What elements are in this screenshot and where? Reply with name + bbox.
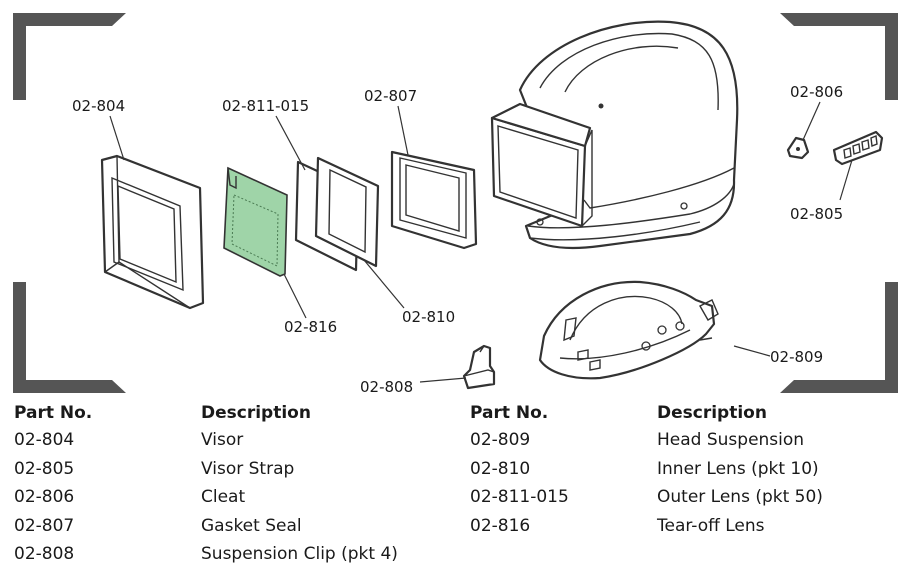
part-number: 02-805	[14, 458, 75, 479]
part-number: 02-807	[14, 515, 75, 536]
part-description: Inner Lens (pkt 10)	[657, 458, 819, 479]
visor-strap-part	[832, 130, 884, 166]
part-description: Visor	[201, 430, 244, 450]
part-number: 02-811-015	[470, 487, 569, 507]
callout-02-806: 02-806	[790, 83, 843, 101]
leader-lines	[109, 101, 853, 383]
frame-corner-bottom-left	[13, 282, 126, 393]
part-description: Outer Lens (pkt 50)	[657, 487, 823, 507]
callout-02-816: 02-816	[284, 318, 337, 336]
suspension-clip-part	[462, 344, 496, 390]
part-description: Gasket Seal	[201, 515, 302, 536]
helmet-part	[490, 20, 739, 250]
part-description: Tear-off Lens	[657, 515, 765, 536]
part-description: Visor Strap	[201, 458, 295, 479]
exploded-parts-diagram: 02-804 02-811-015 02-807 02-806 02-805 0…	[13, 13, 898, 396]
gasket-seal-part	[390, 150, 478, 250]
part-no-header: Part No.	[470, 403, 549, 423]
frame-corner-bottom-right	[780, 282, 898, 393]
callout-02-807: 02-807	[364, 87, 417, 105]
callout-02-810: 02-810	[402, 308, 455, 326]
right-description-column: Description Head Suspension Inner Lens (…	[657, 400, 823, 540]
part-description: Suspension Clip (pkt 4)	[201, 544, 398, 564]
part-number: 02-809	[470, 430, 531, 450]
part-number: 02-804	[14, 430, 75, 450]
callout-02-805: 02-805	[790, 205, 843, 223]
frame-corner-top-right	[780, 13, 898, 100]
left-part-column: Part No. 02-804 02-805 02-806 02-807 02-…	[14, 400, 92, 569]
visor-part	[100, 154, 205, 310]
callout-02-811-015: 02-811-015	[222, 97, 309, 115]
callout-02-809: 02-809	[770, 348, 823, 366]
callout-02-804: 02-804	[72, 97, 125, 115]
callout-labels: 02-804 02-811-015 02-807 02-806 02-805 0…	[72, 83, 843, 396]
left-description-column: Description Visor Visor Strap Cleat Gask…	[201, 400, 398, 569]
part-number: 02-808	[14, 544, 75, 564]
part-number: 02-816	[470, 515, 531, 536]
parts-table: Part No. 02-804 02-805 02-806 02-807 02-…	[0, 400, 911, 578]
part-number: 02-806	[14, 487, 75, 507]
description-header: Description	[657, 403, 767, 423]
inner-lens-part	[314, 156, 380, 268]
frame-corners	[13, 13, 898, 393]
head-suspension-part	[538, 280, 719, 380]
cleat-part	[786, 136, 810, 160]
part-no-header: Part No.	[14, 403, 93, 423]
part-number: 02-810	[470, 458, 531, 479]
callout-02-808: 02-808	[360, 378, 413, 396]
frame-corner-top-left	[13, 13, 126, 100]
right-part-column: Part No. 02-809 02-810 02-811-015 02-816	[470, 400, 569, 540]
tear-off-lens-part	[223, 166, 288, 277]
tear-off-lens-fill	[223, 166, 288, 277]
part-description: Cleat	[201, 487, 246, 507]
description-header: Description	[201, 403, 311, 423]
part-description: Head Suspension	[657, 430, 805, 450]
